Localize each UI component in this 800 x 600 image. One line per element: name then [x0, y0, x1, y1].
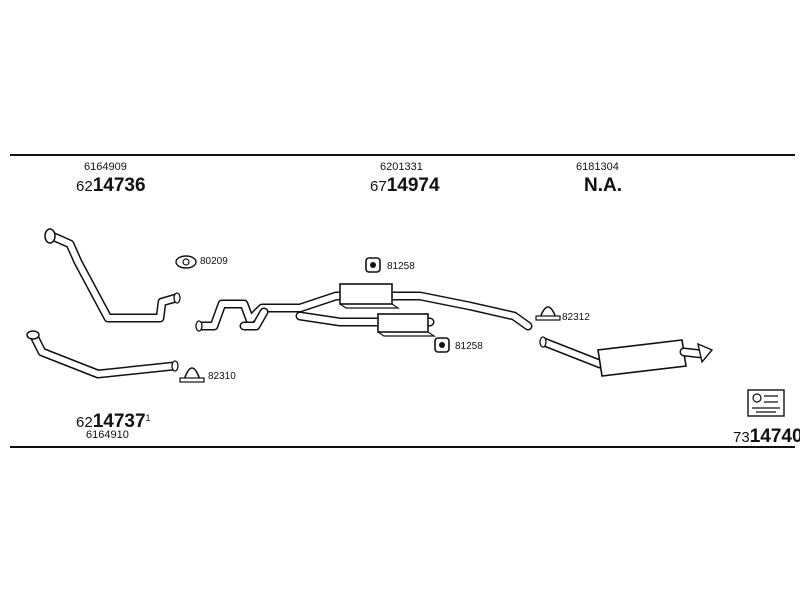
kit-code-14737: 62147371 — [76, 411, 151, 432]
kit-code-14974: 6714974 — [370, 175, 440, 196]
part-number-6164909: 6164909 — [84, 161, 127, 173]
part-number-6181304: 6181304 — [576, 161, 619, 173]
kit-code-na: N.A. — [584, 175, 622, 196]
part-number-6201331: 6201331 — [380, 161, 423, 173]
kit-box-icon — [747, 389, 785, 417]
front-pipe-upper — [44, 228, 181, 323]
rubber-mount-icon — [365, 257, 381, 273]
kit-code-14736: 6214736 — [76, 175, 146, 196]
rubber-mount-icon — [434, 337, 450, 353]
clamp-icon — [535, 306, 561, 321]
bottom-rule — [10, 446, 795, 448]
hardware-ref-81258-bottom: 81258 — [455, 341, 483, 352]
rear-muffler — [539, 336, 714, 377]
hardware-ref-80209: 80209 — [200, 256, 228, 267]
hardware-ref-82312: 82312 — [562, 312, 590, 323]
top-rule — [10, 154, 795, 156]
clamp-icon — [179, 367, 205, 383]
kit-code-14740: 7314740 — [733, 426, 800, 447]
front-pipe-lower — [26, 330, 179, 379]
part-number-6164910: 6164910 — [86, 429, 129, 441]
hardware-ref-82310: 82310 — [208, 371, 236, 382]
center-pipe-with-resonators — [195, 283, 533, 337]
gasket-icon — [175, 255, 197, 269]
hardware-ref-81258-top: 81258 — [387, 261, 415, 272]
